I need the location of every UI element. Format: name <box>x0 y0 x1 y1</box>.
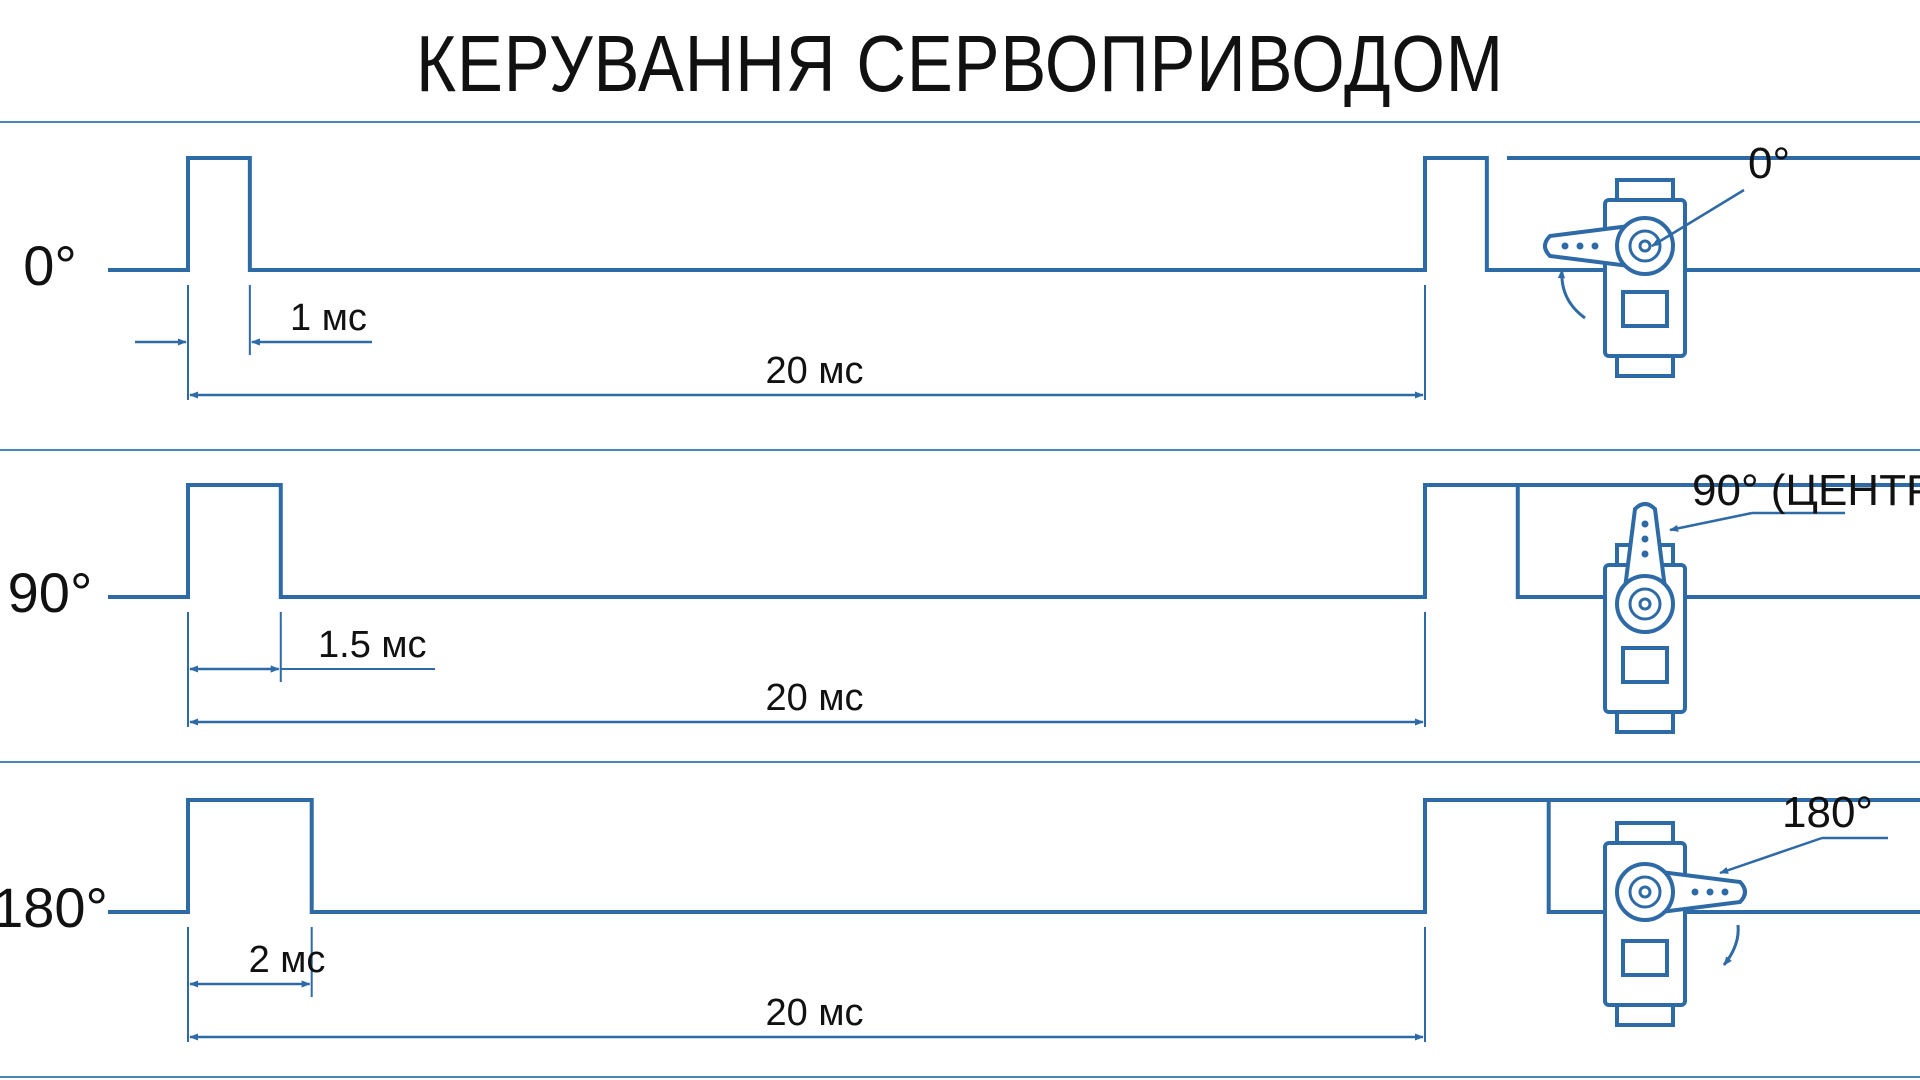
servo-hub-screw <box>1638 597 1652 611</box>
servo-angle-label: 0° <box>1748 139 1790 188</box>
angle-label: 180° <box>0 876 108 939</box>
rotation-arrow <box>1557 269 1586 320</box>
servo-hub-screw <box>1638 239 1652 253</box>
diagram-title: КЕРУВАННЯ СЕРВОПРИВОДОМ <box>416 19 1504 108</box>
servo-icon: 0° <box>1543 139 1790 378</box>
servo-label-plate <box>1621 646 1669 684</box>
signal-row-0: 0° 1 мс 20 мс 0° <box>23 139 1920 400</box>
pulse-width-label: 2 мс <box>249 939 326 981</box>
period-label: 20 мс <box>766 677 864 719</box>
servo-leader-arrow <box>1719 836 1823 875</box>
servo-leader-arrow <box>1651 188 1745 248</box>
servo-angle-label: 180° <box>1782 788 1873 837</box>
servo-icon: 180° <box>1603 788 1888 1027</box>
servo-angle-label: 90° (ЦЕНТР) <box>1692 466 1920 515</box>
servo-icon: 90° (ЦЕНТР) <box>1603 466 1920 734</box>
servo-hub-screw <box>1638 885 1652 899</box>
rotation-arrow <box>1722 924 1740 966</box>
pulse-width-label: 1.5 мс <box>318 624 427 666</box>
pwm-waveform <box>108 798 1920 914</box>
pwm-waveform <box>108 156 1920 272</box>
servo-leader-arrow <box>1669 511 1753 532</box>
servo-label-plate <box>1621 290 1669 328</box>
pwm-waveform <box>108 483 1920 599</box>
servo-label-plate <box>1621 939 1669 977</box>
signal-row-2: 180° 2 мс 20 мс 180° <box>0 788 1920 1042</box>
angle-label: 90° <box>8 561 93 624</box>
pulse-width-label: 1 мс <box>290 297 367 339</box>
period-label: 20 мс <box>766 992 864 1034</box>
period-label: 20 мс <box>766 350 864 392</box>
angle-label: 0° <box>23 234 77 297</box>
signal-row-1: 90° 1.5 мс 20 мс 90° (ЦЕНТР) <box>8 466 1920 734</box>
